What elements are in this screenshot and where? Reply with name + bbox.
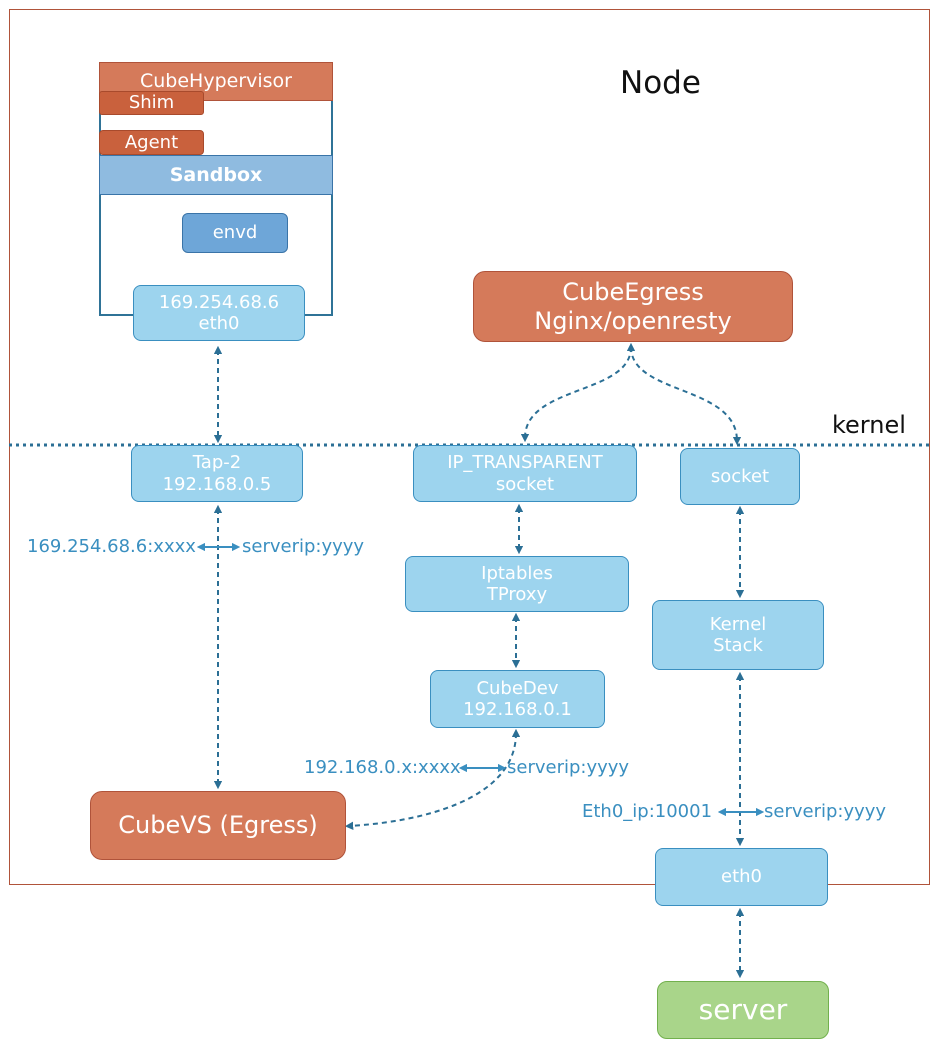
envd-box: envd	[182, 213, 288, 253]
shim-box: Shim	[99, 91, 204, 115]
eth0-flow-src: Eth0_ip:10001	[582, 801, 713, 822]
egress-socket-connector	[630, 346, 742, 446]
cubedev-flow-dst: serverip:yyyy	[507, 757, 630, 778]
envd-label: envd	[212, 222, 258, 244]
sandbox-flow-dst: serverip:yyyy	[242, 536, 365, 557]
sandbox-flow-src: 169.254.68.6:xxxx	[27, 536, 196, 557]
cubeegress-box: CubeEgress Nginx/openresty	[473, 271, 793, 342]
host-eth0-box: eth0	[655, 848, 828, 906]
server-box: server	[657, 981, 829, 1039]
cubedev-cubevs-connector	[344, 728, 521, 830]
kernel-stack-line1: Kernel	[709, 613, 767, 635]
shim-label: Shim	[128, 92, 175, 114]
cubevs-label: CubeVS (Egress)	[118, 811, 318, 840]
ip-transparent-socket-box: IP_TRANSPARENT socket	[413, 445, 637, 502]
sandbox-eth0-name: eth0	[198, 313, 240, 334]
agent-label: Agent	[124, 131, 179, 153]
host-eth0-label: eth0	[721, 866, 762, 888]
iptables-line1: Iptables	[481, 562, 553, 584]
cubehypervisor-label: CubeHypervisor	[139, 70, 292, 93]
server-label: server	[698, 993, 788, 1027]
iptables-line2: TProxy	[486, 584, 548, 605]
kernel-stack-box: Kernel Stack	[652, 600, 824, 670]
cubedev-box: CubeDev 192.168.0.1	[430, 670, 605, 728]
agent-box: Agent	[99, 130, 204, 155]
cubevs-box: CubeVS (Egress)	[90, 791, 346, 860]
egress-iptransparent-connector	[520, 342, 636, 443]
kernel-stack-line2: Stack	[713, 635, 763, 656]
sandbox-label: Sandbox	[169, 163, 263, 186]
node-title: Node	[620, 65, 701, 101]
tap-box: Tap-2 192.168.0.5	[131, 445, 303, 502]
socket-box: socket	[680, 448, 800, 505]
sandbox-eth0-box: 169.254.68.6 eth0	[133, 285, 305, 341]
cubedev-ip: 192.168.0.1	[463, 699, 572, 720]
node-frame	[9, 9, 930, 885]
socket-label: socket	[710, 465, 770, 487]
cubeegress-line1: CubeEgress	[562, 278, 704, 307]
cubedev-flow-src: 192.168.0.x:xxxx	[304, 757, 461, 778]
kernel-label: kernel	[832, 411, 906, 439]
ip-transparent-line1: IP_TRANSPARENT	[447, 452, 603, 474]
tap-name: Tap-2	[192, 452, 242, 474]
tap-ip: 192.168.0.5	[162, 473, 272, 495]
sandbox-eth0-ip: 169.254.68.6	[158, 291, 280, 313]
iptables-tproxy-box: Iptables TProxy	[405, 556, 629, 612]
sandbox-bar: Sandbox	[99, 155, 333, 195]
eth0-flow-dst: serverip:yyyy	[764, 801, 887, 822]
cubeegress-line2: Nginx/openresty	[534, 306, 732, 335]
cubedev-name: CubeDev	[476, 677, 559, 699]
ip-transparent-line2: socket	[495, 473, 555, 495]
